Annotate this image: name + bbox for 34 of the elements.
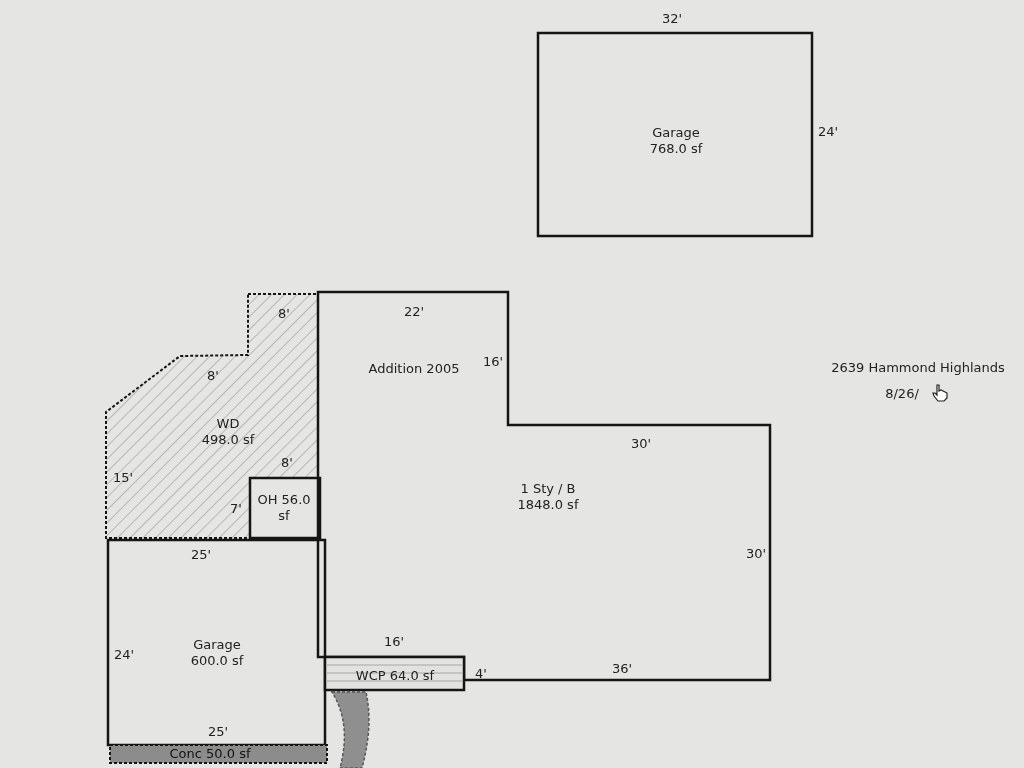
overhang-area	[250, 478, 320, 538]
dimension-label: 8'	[207, 367, 219, 383]
area-label: WD 498.0 sf	[200, 415, 256, 449]
dimension-label: 16'	[482, 353, 504, 369]
area-label: Conc 50.0 sf	[169, 745, 251, 763]
dimension-label: 24'	[113, 646, 135, 662]
concrete-pad	[110, 745, 327, 763]
deck-area	[106, 294, 318, 538]
dimension-label: 30'	[630, 435, 652, 451]
dimension-label: 24'	[817, 123, 839, 139]
area-label: 1 Sty / B 1848.0 sf	[517, 480, 579, 514]
dimension-label: 16'	[383, 633, 405, 649]
area-label: OH 56.0 sf	[256, 491, 312, 525]
house-outline	[318, 292, 770, 680]
area-label: Garage 600.0 sf	[189, 636, 245, 670]
dimension-label: 8'	[278, 305, 290, 321]
dimension-label: 8'	[281, 454, 293, 470]
dimension-label: 25'	[190, 546, 212, 562]
dimension-label: 32'	[661, 10, 683, 26]
area-label: WCP 64.0 sf	[355, 667, 435, 685]
address-text: 2639 Hammond Highlands	[831, 359, 1005, 375]
date-text: 8/26/	[885, 385, 919, 401]
porch-area	[325, 657, 464, 690]
dimension-label: 25'	[207, 723, 229, 739]
dimension-label: 36'	[611, 660, 633, 676]
garage-outline	[108, 540, 325, 745]
dimension-label: 7'	[230, 500, 242, 516]
area-label: Addition 2005	[367, 360, 461, 378]
dimension-label: 22'	[403, 303, 425, 319]
dimension-label: 15'	[112, 469, 134, 485]
dimension-label: 4'	[475, 665, 487, 681]
garage-outline	[538, 33, 812, 236]
dimension-label: 30'	[745, 545, 767, 561]
area-label: Garage 768.0 sf	[648, 124, 704, 158]
